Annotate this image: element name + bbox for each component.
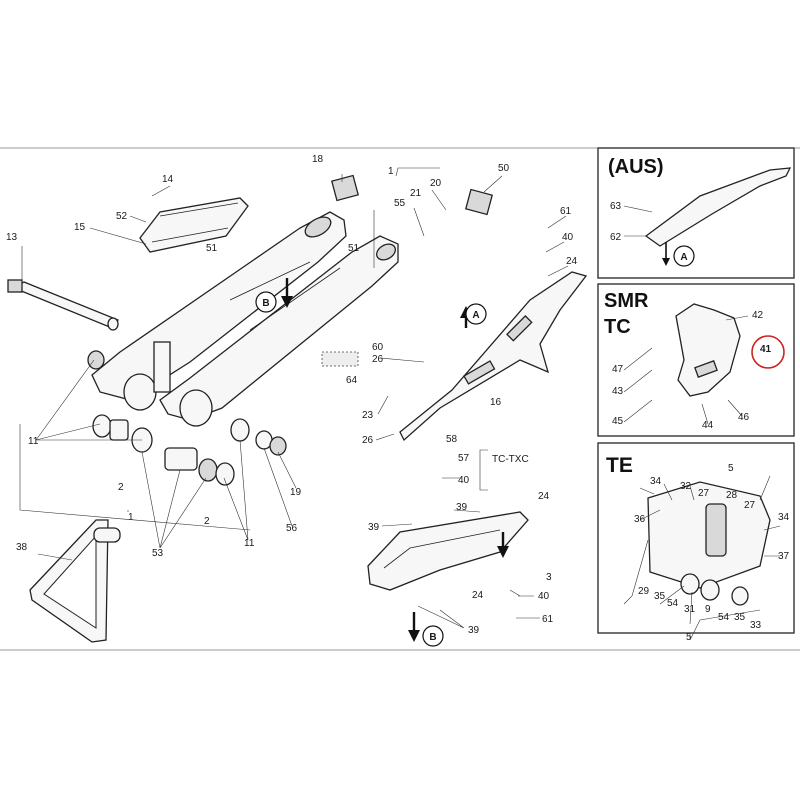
part-label-18: 18 [312, 154, 324, 165]
part-label-39b: 39 [456, 502, 468, 513]
part-label-32: 32 [680, 481, 692, 492]
part-label-9: 9 [705, 604, 711, 615]
part-label-40b: 40 [458, 475, 470, 486]
axle-part-13 [7, 279, 120, 331]
smr-tc-chain-guide-part-41 [675, 303, 741, 397]
part-label-31: 31 [684, 604, 696, 615]
part-label-28: 28 [726, 490, 738, 501]
part-label-2: 2 [118, 482, 124, 493]
part-label-62: 62 [610, 232, 622, 243]
part-label-35b: 35 [734, 612, 746, 623]
part-label-40c: 40 [538, 591, 550, 602]
part-label-60: 60 [372, 342, 384, 353]
part-label-14: 14 [162, 174, 174, 185]
part-label-53: 53 [152, 548, 164, 559]
part-label-56: 56 [286, 523, 298, 534]
part-label-3: 3 [546, 572, 552, 583]
callout-circles: B A B A [255, 245, 785, 647]
section-title-te: TE [606, 454, 633, 477]
part-label-35a: 35 [654, 591, 666, 602]
part-label-45: 45 [612, 416, 624, 427]
section-box-aus: (AUS) [597, 147, 795, 279]
part-label-27a: 27 [698, 488, 710, 499]
part-label-41: 41 [760, 344, 772, 355]
part-label-57: 57 [458, 453, 470, 464]
part-label-43: 43 [612, 386, 624, 397]
part-label-54b: 54 [718, 612, 730, 623]
part-label-5b: 5 [686, 632, 692, 643]
part-label-15: 15 [74, 222, 86, 233]
part-label-29: 29 [638, 586, 650, 597]
part-label-46: 46 [738, 412, 750, 423]
leader-lines [19, 167, 781, 641]
callout-b-bottom: B [429, 632, 436, 643]
part-label-11a: 11 [28, 436, 39, 447]
part-label-19: 19 [290, 487, 302, 498]
part-label-26a: 26 [372, 354, 384, 365]
part-label-61a: 61 [560, 206, 572, 217]
part-label-1-top: 1 [388, 166, 394, 177]
part-label-24b: 24 [538, 491, 550, 502]
part-label-13: 13 [6, 232, 18, 243]
part-label-16: 16 [490, 397, 502, 408]
part-label-2b: 2 [204, 516, 210, 527]
part-label-36: 36 [634, 514, 646, 525]
section-title-tc: TC [604, 316, 631, 338]
part-label-64: 64 [346, 375, 358, 386]
paddock-stand-part-38 [29, 519, 121, 643]
part-label-50: 50 [498, 163, 510, 174]
part-label-38: 38 [16, 542, 28, 553]
part-label-44: 44 [702, 420, 714, 431]
part-label-34a: 34 [650, 476, 662, 487]
part-label-54a: 54 [667, 598, 679, 609]
part-label-20: 20 [430, 178, 442, 189]
part-label-39c: 39 [468, 625, 480, 636]
part-label-58: 58 [446, 434, 458, 445]
section-title-smr: SMR [604, 290, 649, 312]
callout-a-mid: A [472, 310, 479, 321]
part-label-55: 55 [394, 198, 406, 209]
swingarm-part-1 [91, 211, 399, 427]
part-label-37: 37 [778, 551, 790, 562]
part-label-33: 33 [750, 620, 762, 631]
section-box-smr-tc: SMR TC [597, 283, 795, 437]
label-plate-part-64 [321, 351, 359, 367]
part-label-27b: 27 [744, 500, 756, 511]
part-number-labels: 1 1 2 2 3 5 5 9 11 11 13 14 15 16 18 19 … [6, 154, 790, 643]
part-label-11b: 11 [244, 538, 255, 549]
part-label-24c: 24 [472, 590, 484, 601]
section-box-te: TE [597, 442, 795, 634]
part-label-23: 23 [362, 410, 374, 421]
part-label-1: 1 [128, 512, 134, 523]
highlight-circle-41 [751, 335, 785, 369]
variant-label-tc-txc: TC-TXC [492, 454, 529, 465]
part-label-61b: 61 [542, 614, 554, 625]
chain-guide-part-16 [399, 271, 588, 442]
part-label-51a: 51 [206, 243, 218, 254]
part-label-42: 42 [752, 310, 764, 321]
part-label-34b: 34 [778, 512, 790, 523]
aus-guard-part-62 [644, 167, 792, 247]
pivot-bracket-part-15 [139, 197, 249, 253]
part-label-47: 47 [612, 364, 624, 375]
callout-a-aus: A [680, 252, 687, 263]
part-label-5: 5 [728, 463, 734, 474]
part-label-40a: 40 [562, 232, 574, 243]
part-label-63: 63 [610, 201, 622, 212]
part-label-51b: 51 [348, 243, 360, 254]
bushing-set-left [87, 350, 287, 486]
section-title-aus: (AUS) [608, 156, 664, 178]
adjuster-blocks [330, 174, 494, 216]
part-label-26b: 26 [362, 435, 374, 446]
part-label-21: 21 [410, 188, 422, 199]
part-label-24a: 24 [566, 256, 578, 267]
variant-label-group: TC-TXC [479, 449, 529, 491]
part-label-52: 52 [116, 211, 128, 222]
part-label-39a: 39 [368, 522, 380, 533]
callout-b-top: B [262, 298, 269, 309]
te-chain-guide-assembly [647, 481, 771, 606]
